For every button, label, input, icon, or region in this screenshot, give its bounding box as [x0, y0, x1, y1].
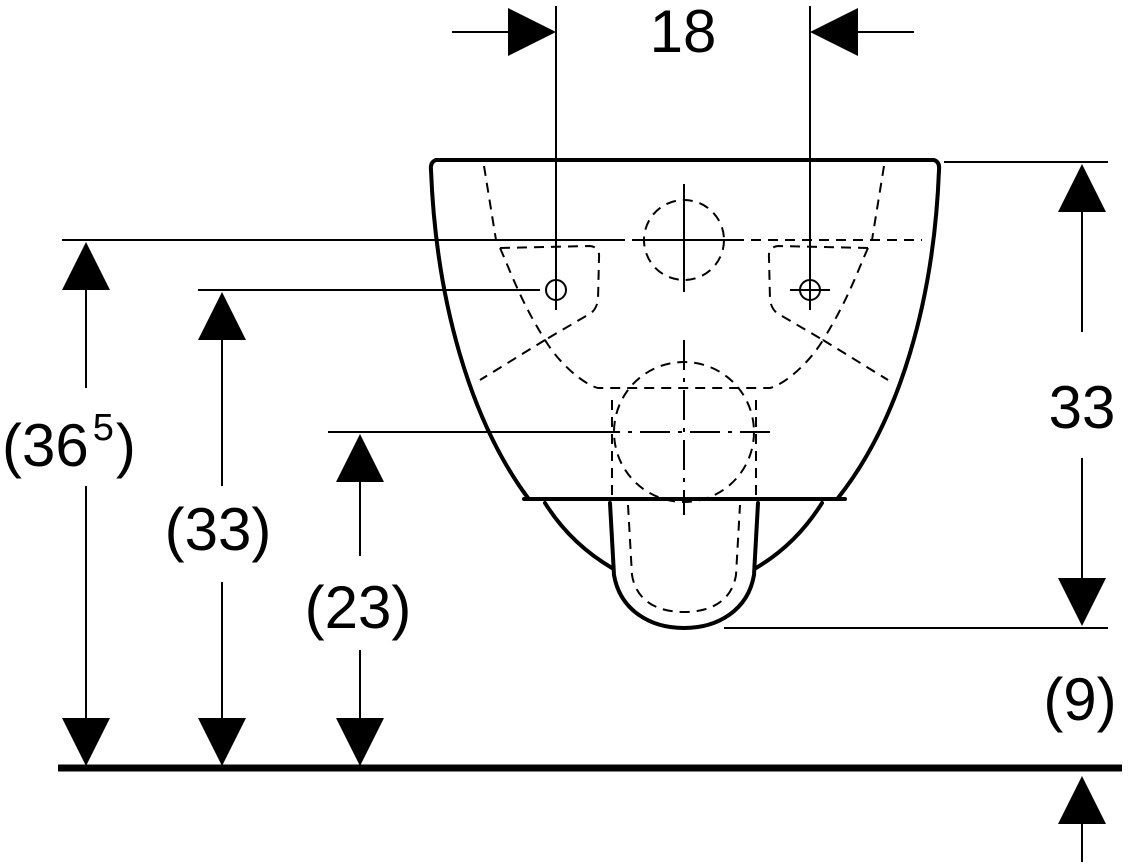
dimension-label-outlet-height: (23) [305, 574, 412, 641]
dimension-label-floor-gap: (9) [1043, 666, 1116, 733]
overall-height-value: (36 [2, 412, 89, 479]
dimension-bowl-height: 33 [1049, 164, 1116, 626]
dimension-fixing-height: (33) [165, 292, 272, 766]
dimension-hole-spacing: 18 [452, 0, 914, 65]
center-marks [545, 184, 830, 515]
dimension-label-fixing-height: (33) [165, 496, 272, 563]
dimension-label-hole-spacing: 18 [650, 0, 717, 65]
overall-height-closing: ) [116, 412, 136, 479]
dimension-floor-gap: (9) [1043, 666, 1117, 862]
dimension-outlet-height: (23) [305, 434, 412, 766]
dimension-label-bowl-height: 33 [1049, 374, 1116, 441]
wc-hidden-lines [479, 165, 922, 614]
overall-height-superscript: 5 [93, 407, 114, 449]
extension-lines [62, 6, 1108, 629]
